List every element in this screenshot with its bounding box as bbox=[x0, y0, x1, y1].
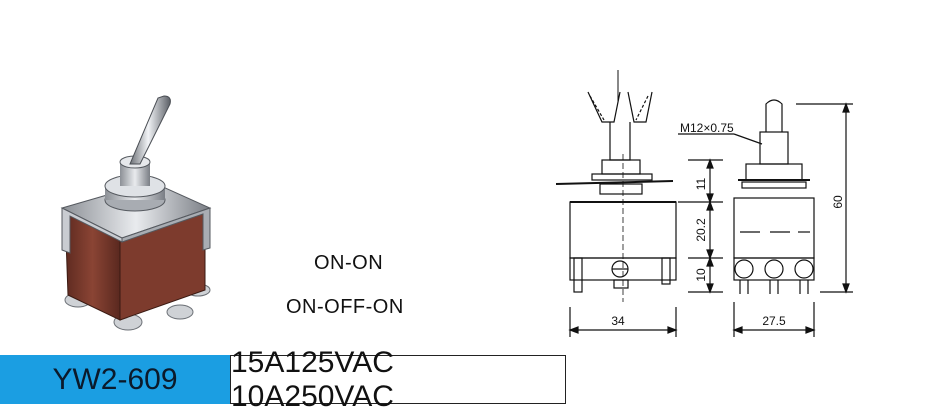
toggle-lever bbox=[129, 95, 171, 165]
dimension-drawing: 34 27.5 M12×0.75 11 20.2 10 60 bbox=[555, 70, 853, 337]
dim-total-height: 60 bbox=[831, 195, 845, 209]
dim-side-width: 27.5 bbox=[762, 314, 786, 328]
mode-on-on: ON-ON bbox=[314, 252, 384, 274]
rating-label: 15A125VAC 10A250VAC bbox=[230, 346, 566, 413]
dim-front-width: 34 bbox=[611, 314, 625, 328]
dim-body-height: 20.2 bbox=[694, 218, 708, 242]
dim-thread: M12×0.75 bbox=[680, 121, 734, 135]
mode-on-off-on: ON-OFF-ON bbox=[286, 296, 404, 318]
model-label: YW2-609 bbox=[0, 355, 230, 404]
dim-bushing-height: 11 bbox=[694, 177, 708, 190]
dim-terminal-height: 10 bbox=[694, 268, 708, 282]
switch-photo bbox=[60, 95, 212, 331]
